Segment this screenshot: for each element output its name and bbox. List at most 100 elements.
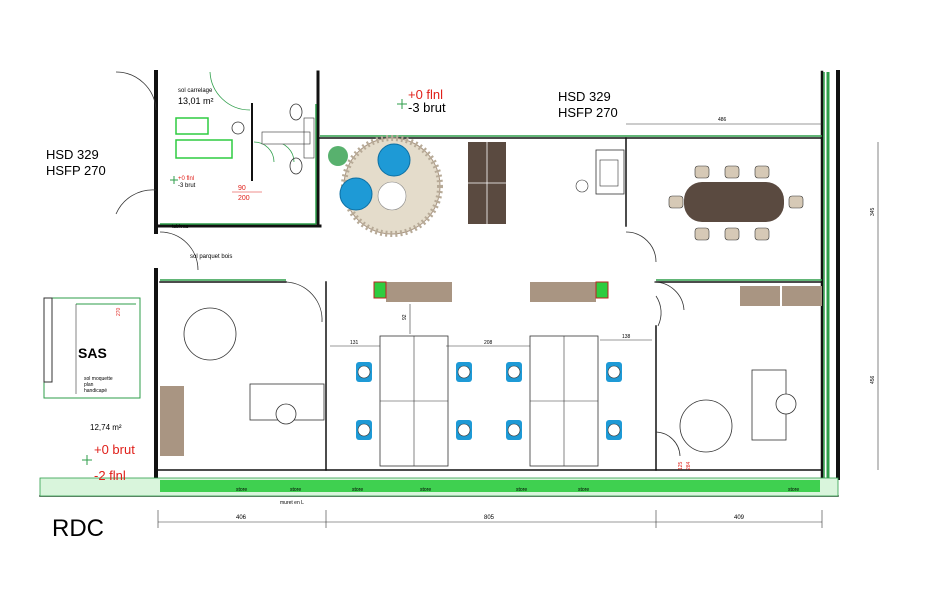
door-wc-2 [253,141,275,163]
chair-seat [357,365,371,379]
store-label: store [352,487,363,493]
door-left [115,189,157,215]
hsd-top-label: HSD 329 [558,89,611,104]
corner-dim-1: 125 [678,461,684,470]
dim-486-label: 486 [718,117,727,123]
store-label: store [516,487,527,493]
meeting-chair [754,165,770,179]
meeting-chair [724,227,740,241]
level-wc-2: -3 brut [178,183,196,189]
muret-label: muret en L [280,500,304,506]
corner-dim-2: 284 [686,461,692,470]
level-cross-bottom [82,455,92,465]
store-label: store [788,487,799,493]
dim-138-label: 138 [622,334,631,340]
dim-409-label: 409 [734,515,745,521]
level-top-1: +0 flnl [408,87,443,102]
hsd-left-label: HSD 329 [46,147,99,162]
meeting-chair [754,227,770,241]
wc-cabin [303,117,315,159]
lounge [328,135,625,237]
store-label: store [290,487,301,493]
green-partitions [160,72,830,478]
right-office [679,369,797,453]
rdc-label: RDC [52,515,104,542]
store-label: store [578,487,589,493]
level-cross-top [397,99,407,109]
door-office [285,281,323,323]
dim-208-label: 208 [484,340,493,346]
sas-dim: 270 [116,307,122,316]
wc-dim-1: 90 [238,185,246,192]
text-labels: HSD 329 HSFP 270 HSD 329 HSFP 270 +0 fln… [46,87,876,542]
dim-92-label: 92 [402,314,408,320]
storage-1 [386,282,452,302]
toilet-1 [289,103,303,121]
meeting-chair [668,195,684,209]
hsfp-top-label: HSFP 270 [558,105,618,120]
cabinet-1 [740,286,780,306]
chair-seat [607,423,621,437]
dim-805-label: 805 [484,515,495,521]
meeting-room [668,165,822,306]
planter-green [160,480,820,492]
dim-131-label: 131 [350,340,359,346]
door-wc-1 [209,71,251,111]
hsfp-left-label: HSFP 270 [46,163,106,178]
meeting-chair [724,165,740,179]
sas-note-2: plan [84,382,94,388]
tableau-label: tableau [172,224,189,230]
door-meeting [625,231,657,263]
round-table-right [679,399,733,453]
cabinet-2 [782,286,822,306]
door-wc-3 [273,141,295,163]
chair-seat [607,365,621,379]
chair-seat [457,365,471,379]
door-right-office [655,295,662,327]
store-labels: store store store store store store store [236,487,799,493]
meeting-chairs [668,165,804,241]
chair-seat [357,423,371,437]
dim-345-label: 345 [870,207,876,216]
storage-2 [530,282,596,302]
round-table-left [183,307,237,361]
plant-icon [328,146,348,166]
sas [43,297,141,399]
toilet-pmr [231,121,245,135]
toilet-2 [289,157,303,175]
level-markers [82,99,407,465]
meeting-chair [788,195,804,209]
storage [160,281,609,456]
door-hall [159,231,199,271]
store-label: store [236,487,247,493]
area-sas-label: 12,74 m² [90,423,122,432]
wc-fixtures [175,103,315,175]
sink-1 [175,117,209,135]
sas-note-3: handicapé [84,388,107,394]
area-wc-label: 13,01 m² [178,96,214,106]
dim-406-label: 406 [236,515,247,521]
planter-strip: store store store store store store store [39,477,839,497]
level-wc-1: +0 flnl [178,176,194,182]
store-label: store [420,487,431,493]
dimension-lines [157,123,879,528]
armchair-2 [339,177,373,211]
level-bottom-2: -2 flnl [94,468,126,483]
meeting-chair [694,227,710,241]
sas-door [43,297,53,383]
door-top-left [115,71,157,111]
chair-seat [507,365,521,379]
open-space-desks [356,335,622,467]
sol-parquet-label: sol parquet bois [190,254,232,260]
meeting-chair [694,165,710,179]
door-meeting-2 [653,281,685,311]
plant-box-2 [595,281,609,299]
sas-note-1: sol moquette [84,376,113,382]
wc-dim-2: 200 [238,195,250,202]
printer [595,149,625,195]
armchair-1 [377,143,411,177]
level-top-2: -3 brut [408,100,446,115]
printer-tray [599,159,619,187]
level-cross-wc [170,176,178,184]
